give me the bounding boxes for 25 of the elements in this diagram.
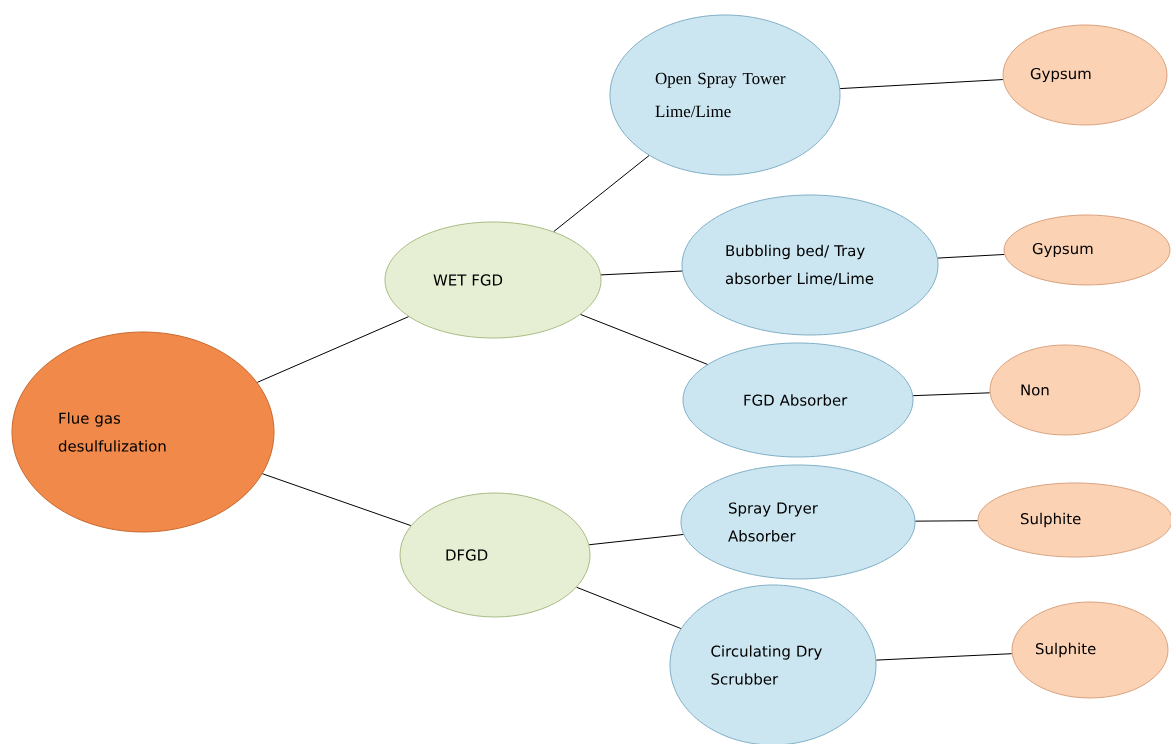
connector-line	[915, 520, 978, 522]
connector-line	[912, 392, 991, 397]
connector-line	[588, 534, 684, 546]
connector-line	[600, 270, 683, 276]
connector-line	[256, 316, 409, 383]
connector-line	[262, 473, 412, 527]
connector-line	[576, 586, 682, 629]
ellipse-node: FGD Absorber	[682, 342, 914, 458]
ellipse-node: Spray Dryer Absorber	[680, 464, 916, 580]
ellipse-node: Open Spray Tower Lime/Lime	[609, 14, 841, 176]
connector-line	[937, 254, 1005, 259]
connector-line	[580, 314, 708, 365]
ellipse-node: Circulating Dry Scrubber	[669, 584, 877, 744]
ellipse-node: Flue gas desulfulization	[11, 331, 275, 533]
connector-line	[875, 653, 1013, 661]
ellipse-node: Sulphite	[977, 482, 1171, 558]
ellipse-node: WET FGD	[384, 221, 602, 339]
ellipse-node: Sulphite	[1011, 601, 1169, 699]
ellipse-node: DFGD	[399, 492, 591, 618]
connector-line	[553, 155, 650, 233]
ellipse-node: Gypsum	[1002, 24, 1168, 126]
ellipse-node: Non	[989, 344, 1141, 436]
ellipse-node: Gypsum	[1003, 214, 1171, 286]
ellipse-node: Bubbling bed/ Tray absorber Lime/Lime	[681, 194, 939, 336]
connector-line	[839, 79, 1004, 90]
